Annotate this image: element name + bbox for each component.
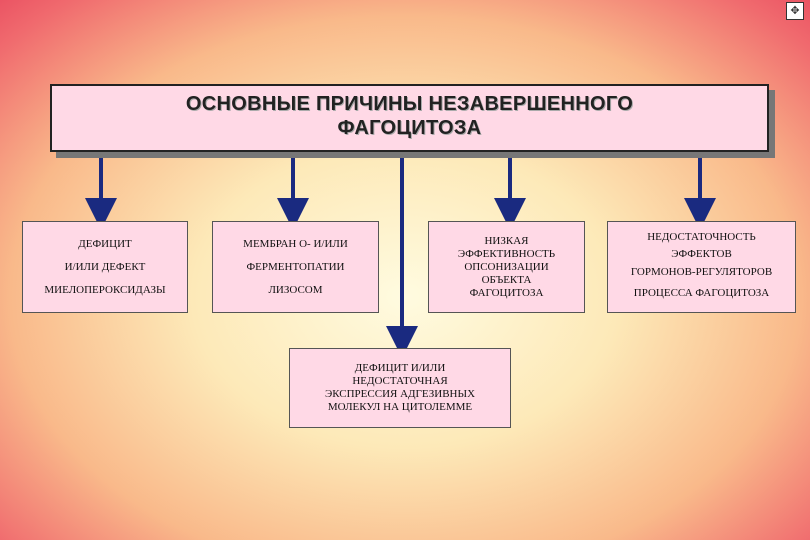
box-line: НЕДОСТАТОЧНОСТЬ	[647, 231, 756, 243]
box-line: МЕМБРАН О- И/ИЛИ	[243, 237, 348, 250]
box-line: МИЕЛОПЕРОКСИДАЗЫ	[44, 283, 166, 296]
cause-box-hormone-regulators: НЕДОСТАТОЧНОСТЬ ЭФФЕКТОВ ГОРМОНОВ-РЕГУЛЯ…	[607, 221, 796, 313]
box-line: ГОРМОНОВ-РЕГУЛЯТОРОВ	[630, 266, 773, 278]
box-line: НИЗКАЯ	[484, 234, 529, 247]
box-line: ЛИЗОСОМ	[268, 283, 323, 296]
box-line: МОЛЕКУЛ НА ЦИТОЛЕММЕ	[327, 401, 473, 413]
box-line: ЭКСПРЕССИЯ АДГЕЗИВНЫХ	[324, 388, 476, 400]
diagram-title: ОСНОВНЫЕ ПРИЧИНЫ НЕЗАВЕРШЕННОГО ФАГОЦИТО…	[185, 93, 634, 139]
box-line: ЭФФЕКТОВ	[671, 248, 732, 260]
navigation-icon[interactable]: ✥	[786, 2, 804, 20]
box-line: ОПСОНИЗАЦИИ	[464, 260, 549, 273]
cause-box-opsonization: НИЗКАЯ ЭФФЕКТИВНОСТЬ ОПСОНИЗАЦИИ ОБЪЕКТА…	[428, 221, 585, 313]
cause-box-adhesion-molecules: ДЕФИЦИТ И/ИЛИ НЕДОСТАТОЧНАЯ ЭКСПРЕССИЯ А…	[289, 348, 511, 428]
cause-box-myeloperoxidase: ДЕФИЦИТ И/ИЛИ ДЕФЕКТ МИЕЛОПЕРОКСИДАЗЫ	[22, 221, 188, 313]
cause-box-lysosome-enzymopathy: МЕМБРАН О- И/ИЛИ ФЕРМЕНТОПАТИИ ЛИЗОСОМ	[212, 221, 379, 313]
box-line: ФАГОЦИТОЗА	[469, 286, 544, 299]
box-line: ФЕРМЕНТОПАТИИ	[246, 260, 345, 273]
box-line: ДЕФИЦИТ И/ИЛИ	[354, 362, 446, 374]
box-line: ПРОЦЕССА ФАГОЦИТОЗА	[633, 287, 770, 299]
box-line: ЭФФЕКТИВНОСТЬ	[457, 247, 556, 260]
box-line: ДЕФИЦИТ	[78, 237, 132, 250]
box-line: ОБЪЕКТА	[481, 273, 532, 286]
title-box: ОСНОВНЫЕ ПРИЧИНЫ НЕЗАВЕРШЕННОГО ФАГОЦИТО…	[50, 84, 769, 152]
box-line: НЕДОСТАТОЧНАЯ	[352, 375, 448, 387]
box-line: И/ИЛИ ДЕФЕКТ	[64, 260, 146, 273]
